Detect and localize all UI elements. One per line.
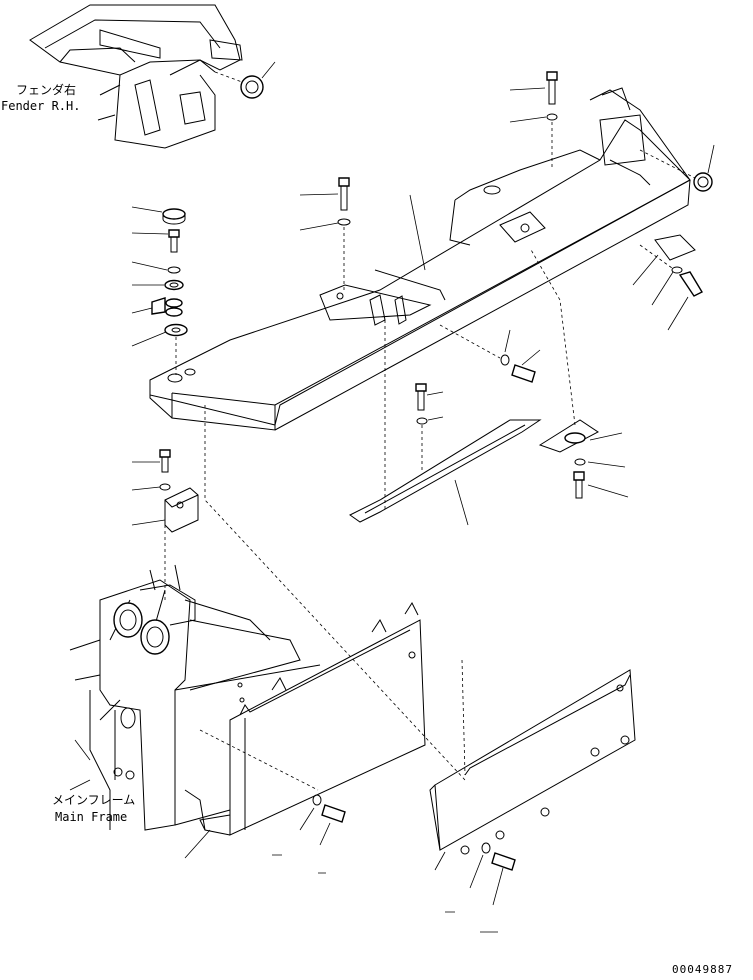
bolt-set-right-clamp [632, 244, 703, 331]
main-frame [69, 564, 321, 831]
fender-rh-assembly [29, 4, 276, 149]
main-frame-label-jp: メインフレーム [52, 793, 136, 807]
bracket-plate-right [529, 247, 629, 499]
cover-strip [349, 320, 542, 526]
cover-panel-right [204, 405, 636, 906]
bolt-stack-left [131, 206, 188, 375]
drawing-number: 00049887 [672, 963, 733, 976]
callout-ticks [272, 854, 498, 933]
cover-panel-left [184, 601, 426, 859]
fender-label-en: Fender R.H. [1, 99, 81, 113]
main-frame-label-en: Main Frame [55, 810, 128, 824]
bolt-set-rail-center [439, 324, 541, 383]
fender-label-jp: フェンダ右 [16, 83, 77, 97]
bolt-set-middle [299, 177, 426, 290]
bolt-set-top-right [509, 71, 715, 192]
bracket-left [131, 449, 199, 600]
fender-support-rail [149, 87, 696, 431]
